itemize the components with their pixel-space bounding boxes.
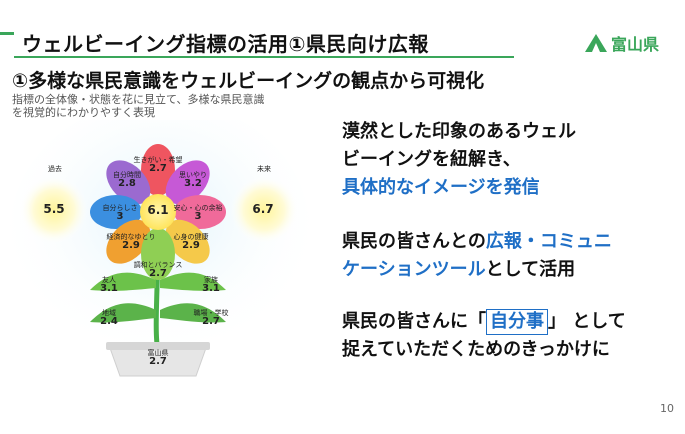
description-line-1: 指標の全体像・状態を花に見立て、多様な県民意識 <box>12 93 265 106</box>
description-line-2: を視覚的にわかりやすく表現 <box>12 106 155 119</box>
title-accent-line <box>0 32 14 35</box>
message-2-text-a: 県民の皆さんとの <box>342 231 486 252</box>
flower-description: 指標の全体像・状態を花に見立て、多様な県民意識 を視覚的にわかりやすく表現 <box>12 93 264 119</box>
message-paragraph-1: 漠然とした印象のあるウェル ビーイングを紐解き、 具体的なイメージを発信 <box>342 118 576 202</box>
center-value: 6.1 <box>147 203 169 217</box>
slide-subtitle: ①多様な県民意識をウェルビーイングの観点から可視化 <box>12 70 485 92</box>
message-3-text-c: 」 として <box>548 311 626 332</box>
past-value: 5.5 <box>43 202 65 216</box>
mountain-logo-icon <box>585 34 607 52</box>
message-1-line-2: ビーイングを紐解き、 <box>342 149 521 170</box>
message-2-highlight-b: ケーションツール <box>342 259 486 280</box>
page-number: 10 <box>660 402 674 415</box>
future-label: 未来 <box>257 165 271 173</box>
logo-text: 富山県 <box>611 35 660 54</box>
message-2-text-b: として活用 <box>485 259 576 280</box>
slide-title: ウェルビーイング指標の活用①県民向け広報 <box>22 32 429 56</box>
slide-header: ウェルビーイング指標の活用①県民向け広報 <box>0 22 685 58</box>
message-3-highlight-box: 自分事 <box>486 309 548 335</box>
title-underline <box>14 56 514 58</box>
message-paragraph-3: 県民の皆さんに「自分事」 として 捉えていただくためのきっかけに <box>342 308 626 364</box>
message-3-text-a: 県民の皆さんに「 <box>342 311 486 332</box>
flower-illustration <box>10 120 310 377</box>
future-value: 6.7 <box>252 202 274 216</box>
message-2-line-2: ケーションツールとして活用 <box>342 256 612 284</box>
message-3-line-1: 県民の皆さんに「自分事」 として <box>342 308 626 336</box>
message-3-line-2: 捉えていただくためのきっかけに <box>342 339 610 360</box>
message-2-highlight-a: 広報・コミュニ <box>485 231 612 252</box>
message-paragraph-2: 県民の皆さんとの広報・コミュニ ケーションツールとして活用 <box>342 228 612 284</box>
toyama-logo: 富山県 <box>584 30 676 54</box>
message-2-line-1: 県民の皆さんとの広報・コミュニ <box>342 228 612 256</box>
message-1-highlight: 具体的なイメージを発信 <box>342 177 540 198</box>
message-1-line-1: 漠然とした印象のあるウェル <box>342 121 576 142</box>
past-label: 過去 <box>48 165 62 173</box>
